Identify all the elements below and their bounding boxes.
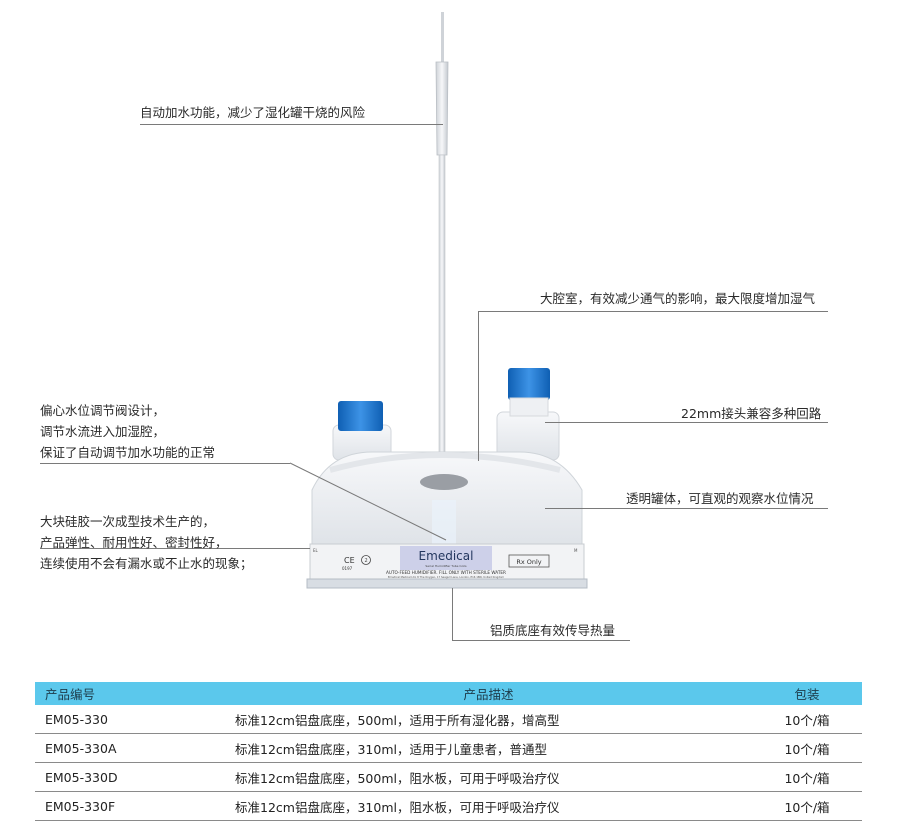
leader-transparent <box>545 508 828 509</box>
cell-packaging: 10个/箱 <box>752 762 862 792</box>
callout-valve: 偏心水位调节阀设计， 调节水流进入加湿腔， 保证了自动调节加水功能的正常 <box>40 400 215 463</box>
callout-silicone-line-3: 连续使用不会有漏水或不止水的现象； <box>40 556 253 571</box>
single-use-icon <box>361 555 371 565</box>
callout-connector: 22mm接头兼容多种回路 <box>681 406 822 421</box>
svg-text:Emedical Medical Ltd, 8 The Ox: Emedical Medical Ltd, 8 The Oxygen, 17 S… <box>388 575 505 579</box>
cell-description: 标准12cm铝盘底座，500ml，适用于所有湿化器，增高型 <box>225 705 752 734</box>
leader-auto-feed <box>140 124 443 125</box>
left-cap <box>338 401 383 431</box>
callout-valve-line-3: 保证了自动调节加水功能的正常 <box>40 445 216 460</box>
callout-transparent: 透明罐体，可直观的观察水位情况 <box>626 491 814 506</box>
leader-base <box>452 640 630 641</box>
product-spec-table: 产品编号 产品描述 包装 EM05-330 标准12cm铝盘底座，500ml，适… <box>35 682 862 821</box>
leader-base-vert <box>452 588 453 640</box>
water-inlet <box>420 474 468 490</box>
table-row: EM05-330F 标准12cm铝盘底座，310ml，阻水板，可用于呼吸治疗仪 … <box>35 791 862 821</box>
svg-text:Serial Humidifier Tube Coils: Serial Humidifier Tube Coils <box>425 564 467 568</box>
header-packaging: 包装 <box>752 682 862 705</box>
humidifier-chamber-illustration: Emedical Serial Humidifier Tube Coils AU… <box>306 12 588 589</box>
cell-packaging: 10个/箱 <box>752 705 862 734</box>
svg-text:EL: EL <box>313 548 319 553</box>
callout-silicone-line-1: 大块硅胶一次成型技术生产的， <box>40 514 216 529</box>
leader-valve-diag <box>289 462 447 541</box>
callout-auto-feed: 自动加水功能，减少了湿化罐干烧的风险 <box>140 105 366 120</box>
header-description: 产品描述 <box>225 682 752 705</box>
callout-valve-line-1: 偏心水位调节阀设计， <box>40 403 166 418</box>
leader-chamber <box>478 311 828 312</box>
svg-text:2: 2 <box>365 558 368 564</box>
cell-packaging: 10个/箱 <box>752 791 862 821</box>
callout-base: 铝质底座有效传导热量 <box>490 623 616 638</box>
chamber-body <box>311 451 583 546</box>
callout-chamber: 大腔室，有效减少通气的影响，最大限度增加湿气 <box>540 291 816 306</box>
table-row: EM05-330A 标准12cm铝盘底座，310ml，适用于儿童患者，普通型 1… <box>35 733 862 763</box>
table-row: EM05-330 标准12cm铝盘底座，500ml，适用于所有湿化器，增高型 1… <box>35 705 862 734</box>
callout-valve-line-2: 调节水流进入加湿腔， <box>40 424 166 439</box>
cell-description: 标准12cm铝盘底座，310ml，适用于儿童患者，普通型 <box>225 733 752 763</box>
svg-text:M: M <box>574 548 578 553</box>
cell-description: 标准12cm铝盘底座，500ml，阻水板，可用于呼吸治疗仪 <box>225 762 752 792</box>
brand-logo: Emedical <box>419 549 474 563</box>
feed-tube <box>441 12 444 62</box>
svg-text:0197: 0197 <box>342 566 353 571</box>
leader-valve <box>40 463 290 464</box>
cell-code: EM05-330 <box>35 705 225 734</box>
cell-code: EM05-330F <box>35 791 225 821</box>
table-header-row: 产品编号 产品描述 包装 <box>35 682 862 705</box>
leader-silicone <box>40 548 310 549</box>
svg-text:Rx Only: Rx Only <box>516 558 541 566</box>
cell-packaging: 10个/箱 <box>752 733 862 763</box>
table-row: EM05-330D 标准12cm铝盘底座，500ml，阻水板，可用于呼吸治疗仪 … <box>35 762 862 792</box>
header-product-code: 产品编号 <box>35 682 225 705</box>
callout-silicone: 大块硅胶一次成型技术生产的， 产品弹性、耐用性好、密封性好， 连续使用不会有漏水… <box>40 511 253 574</box>
leader-chamber-vert <box>478 311 479 461</box>
feed-spike <box>435 61 449 156</box>
aluminium-base <box>306 578 588 589</box>
ce-mark: CE <box>344 556 355 565</box>
cell-code: EM05-330A <box>35 733 225 763</box>
rx-only-badge <box>508 554 550 568</box>
label-tagline: AUTO-FEED HUMIDIFIER. FILL ONLY WITH STE… <box>386 570 506 575</box>
cell-code: EM05-330D <box>35 762 225 792</box>
callout-silicone-line-2: 产品弹性、耐用性好、密封性好， <box>40 535 228 550</box>
right-cap <box>508 368 550 400</box>
leader-connector <box>545 422 828 423</box>
cell-description: 标准12cm铝盘底座，310ml，阻水板，可用于呼吸治疗仪 <box>225 791 752 821</box>
